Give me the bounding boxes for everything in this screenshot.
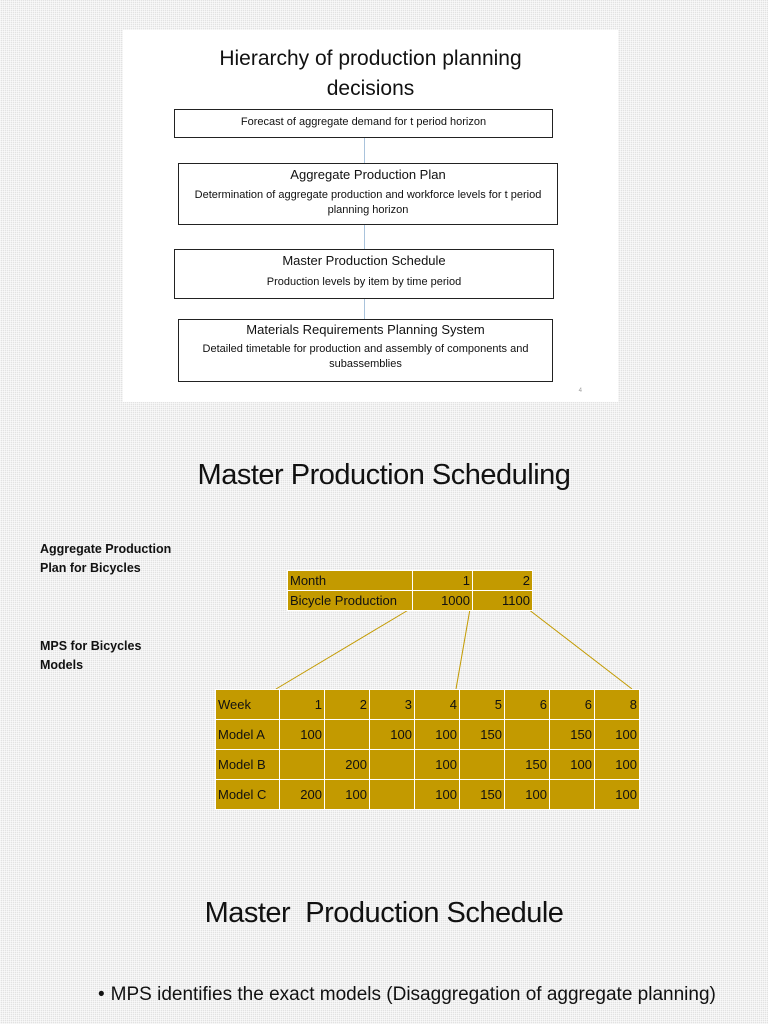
table-cell: 1 xyxy=(279,689,325,720)
table-row: Model B 200 100 150 100 100 xyxy=(215,749,640,780)
mrp-description: Detailed timetable for production and as… xyxy=(202,343,529,370)
hierarchy-title-line2: decisions xyxy=(326,77,415,100)
aggregate-plan-box: Aggregate Production Plan Determination … xyxy=(178,163,558,225)
table-cell: Model C xyxy=(215,779,280,810)
hierarchy-title-line1: Hierarchy of production planning xyxy=(219,47,522,70)
table-cell: 150 xyxy=(549,719,595,750)
table-cell: 2 xyxy=(472,570,533,591)
table-cell: 100 xyxy=(324,779,370,810)
connector-line-middle xyxy=(455,608,471,690)
table-cell: 1 xyxy=(412,570,473,591)
table-cell: 1100 xyxy=(472,590,533,611)
table-row: Model A 100 100 100 150 150 100 xyxy=(215,719,640,750)
mps-section-title: Master Production Scheduling xyxy=(197,459,571,491)
table-cell xyxy=(324,719,370,750)
hierarchy-slide: Hierarchy of production planning decisio… xyxy=(123,30,618,402)
table-cell: Month xyxy=(287,570,413,591)
table-row: Month 1 2 xyxy=(287,570,533,591)
schedule-section-title-text: Master Production Schedule xyxy=(204,897,564,929)
table-cell: Model B xyxy=(215,749,280,780)
master-schedule-heading: Master Production Schedule xyxy=(282,253,446,268)
table-cell: Model A xyxy=(215,719,280,750)
table-cell xyxy=(549,779,595,810)
mps-table: Week 1 2 3 4 5 6 6 8 Model A 100 100 100… xyxy=(215,689,640,810)
mrp-box: Materials Requirements Planning System D… xyxy=(178,319,553,382)
connector-line-left xyxy=(275,608,411,690)
table-cell: 100 xyxy=(414,779,460,810)
table-cell: 100 xyxy=(594,779,640,810)
table-cell xyxy=(369,749,415,780)
table-cell: Week xyxy=(215,689,280,720)
table-cell: 100 xyxy=(594,719,640,750)
table-cell: Bicycle Production xyxy=(287,590,413,611)
table-cell: 4 xyxy=(414,689,460,720)
table-cell: 6 xyxy=(504,689,550,720)
table-row: Bicycle Production 1000 1100 xyxy=(287,590,533,611)
table-cell: 2 xyxy=(324,689,370,720)
forecast-text: Forecast of aggregate demand for t perio… xyxy=(240,116,487,128)
table-cell: 1000 xyxy=(412,590,473,611)
connector-line-right xyxy=(527,608,633,690)
table-row: Model C 200 100 100 150 100 100 xyxy=(215,779,640,810)
table-row: Week 1 2 3 4 5 6 6 8 xyxy=(215,689,640,720)
aggregate-plan-label: Aggregate Production Plan for Bicycles xyxy=(40,542,172,575)
table-cell xyxy=(504,719,550,750)
table-cell: 100 xyxy=(414,749,460,780)
table-cell: 100 xyxy=(504,779,550,810)
table-cell: 150 xyxy=(459,719,505,750)
mps-models-label: MPS for Bicycles Models xyxy=(40,639,142,672)
table-cell: 5 xyxy=(459,689,505,720)
master-schedule-description: Production levels by item by time period xyxy=(266,276,462,288)
aggregate-plan-description: Determination of aggregate production an… xyxy=(194,189,542,216)
bullet-dot: • xyxy=(98,984,105,1005)
hierarchy-title: Hierarchy of production planning decisio… xyxy=(123,44,618,104)
table-cell xyxy=(279,749,325,780)
aggregate-plan-heading: Aggregate Production Plan xyxy=(290,167,446,182)
table-cell: 150 xyxy=(459,779,505,810)
forecast-box: Forecast of aggregate demand for t perio… xyxy=(174,109,553,138)
aggregate-plan-table: Month 1 2 Bicycle Production 1000 1100 xyxy=(287,570,533,611)
table-cell: 100 xyxy=(414,719,460,750)
connector-line xyxy=(364,138,365,163)
table-cell: 100 xyxy=(594,749,640,780)
connector-line xyxy=(364,299,365,319)
table-cell xyxy=(459,749,505,780)
bullet-text: MPS identifies the exact models (Disaggr… xyxy=(110,984,716,1005)
schedule-section-title: Master Production Schedule xyxy=(0,895,768,931)
table-cell xyxy=(369,779,415,810)
table-cell: 8 xyxy=(594,689,640,720)
table-cell: 200 xyxy=(279,779,325,810)
table-cell: 100 xyxy=(369,719,415,750)
mrp-heading: Materials Requirements Planning System xyxy=(246,322,485,337)
table-cell: 150 xyxy=(504,749,550,780)
table-cell: 100 xyxy=(279,719,325,750)
slide-number: 4 xyxy=(578,388,582,394)
table-cell: 3 xyxy=(369,689,415,720)
table-cell: 100 xyxy=(549,749,595,780)
master-schedule-box: Master Production Schedule Production le… xyxy=(174,249,554,299)
connector-line xyxy=(364,225,365,249)
bullet-item: •MPS identifies the exact models (Disagg… xyxy=(98,983,718,1006)
table-cell: 6 xyxy=(549,689,595,720)
table-cell: 200 xyxy=(324,749,370,780)
